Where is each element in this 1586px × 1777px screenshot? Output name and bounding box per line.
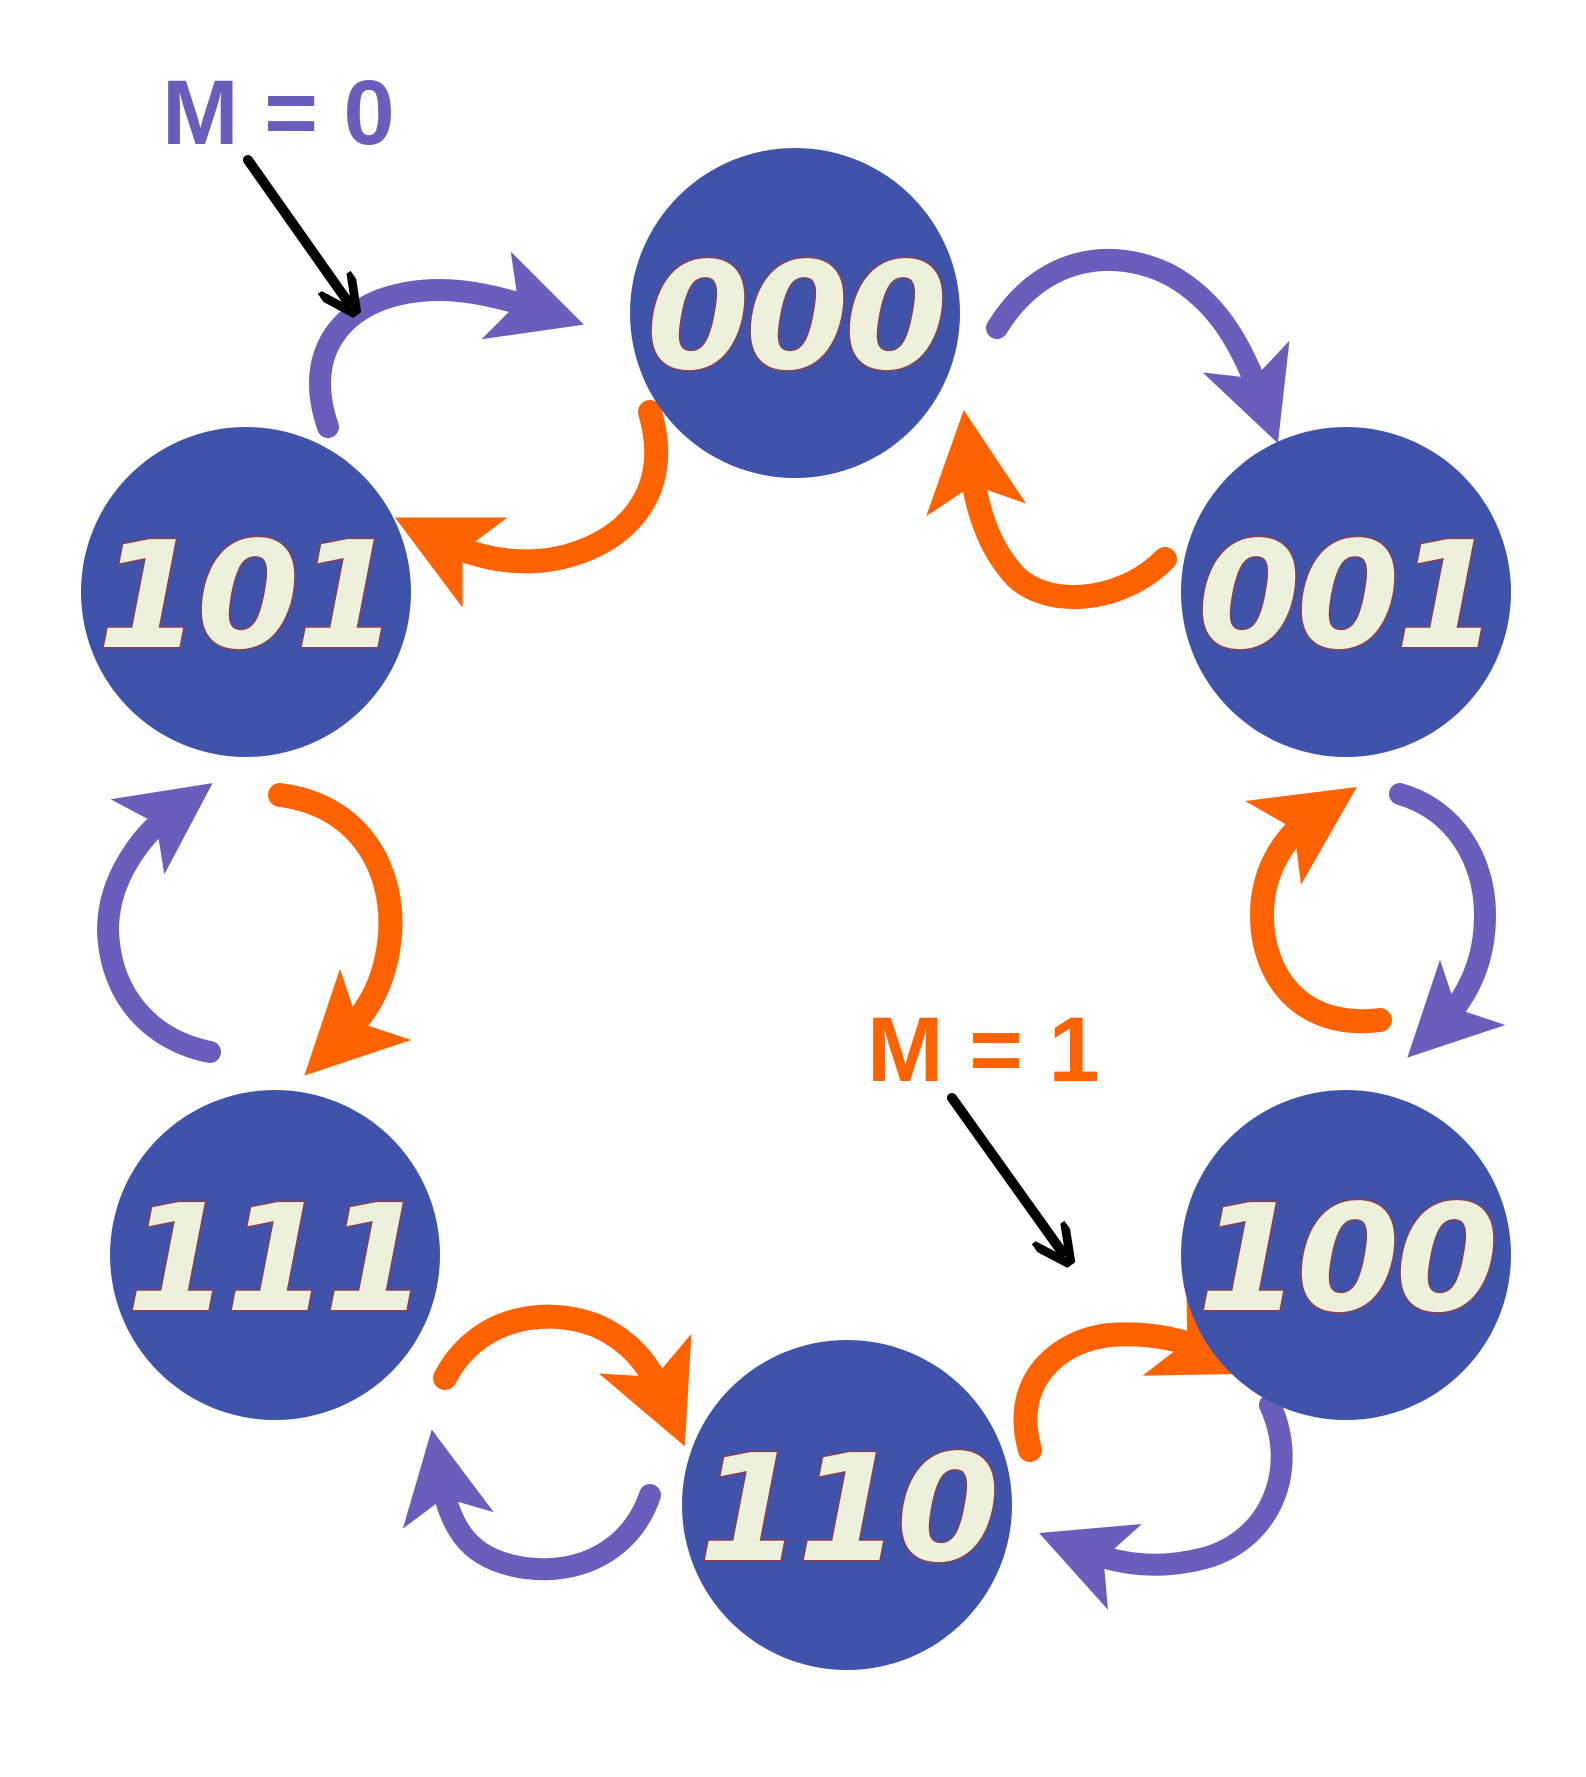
state-101: 101 — [81, 427, 411, 757]
state-100-circle — [1181, 1090, 1511, 1420]
state-110-label: 110 — [699, 1423, 996, 1595]
arrow-m0-100-to-110 — [1039, 1394, 1293, 1610]
arrow-m0-110-to-111 — [402, 1429, 661, 1581]
arrow-m1-000-to-101 — [394, 400, 669, 608]
state-111-circle — [110, 1090, 440, 1420]
pointer-arrow-m1 — [947, 1093, 1062, 1252]
state-111-label: 111 — [127, 1173, 424, 1345]
state-000: 000 — [630, 148, 960, 478]
state-100: 100 — [1181, 1090, 1511, 1420]
state-100-label: 100 — [1198, 1173, 1495, 1345]
state-000-label: 000 — [647, 231, 944, 403]
state-111: 111 — [110, 1090, 440, 1420]
arrow-m1-001-to-000 — [926, 409, 1177, 609]
arrow-m0-001-to-100 — [1389, 783, 1506, 1058]
arrow-m0-000-to-001 — [986, 248, 1290, 444]
arrow-m1-111-to-110 — [433, 1304, 692, 1447]
state-101-label: 101 — [98, 510, 395, 682]
state-001: 001 — [1181, 427, 1511, 757]
state-110-circle — [682, 1340, 1012, 1670]
arrow-m0-101-to-000 — [309, 251, 584, 438]
m1-transition-arrows — [268, 400, 1392, 1462]
state-001-label: 001 — [1198, 510, 1495, 682]
state-000-circle — [630, 148, 960, 478]
state-101-circle — [81, 427, 411, 757]
state-110: 110 — [682, 1340, 1012, 1670]
state-001-circle — [1181, 427, 1511, 757]
mode-label-m1: M = 1 — [867, 999, 1100, 1101]
mode-label-m0: M = 0 — [162, 62, 395, 164]
arrow-m1-110-to-100 — [1013, 1284, 1256, 1462]
pointer-arrow-m0 — [243, 155, 348, 302]
arrow-m1-100-to-001 — [1245, 787, 1392, 1034]
arrow-m1-101-to-111 — [268, 783, 412, 1076]
arrow-m0-111-to-101 — [96, 783, 221, 1063]
m0-transition-arrows — [96, 248, 1506, 1610]
